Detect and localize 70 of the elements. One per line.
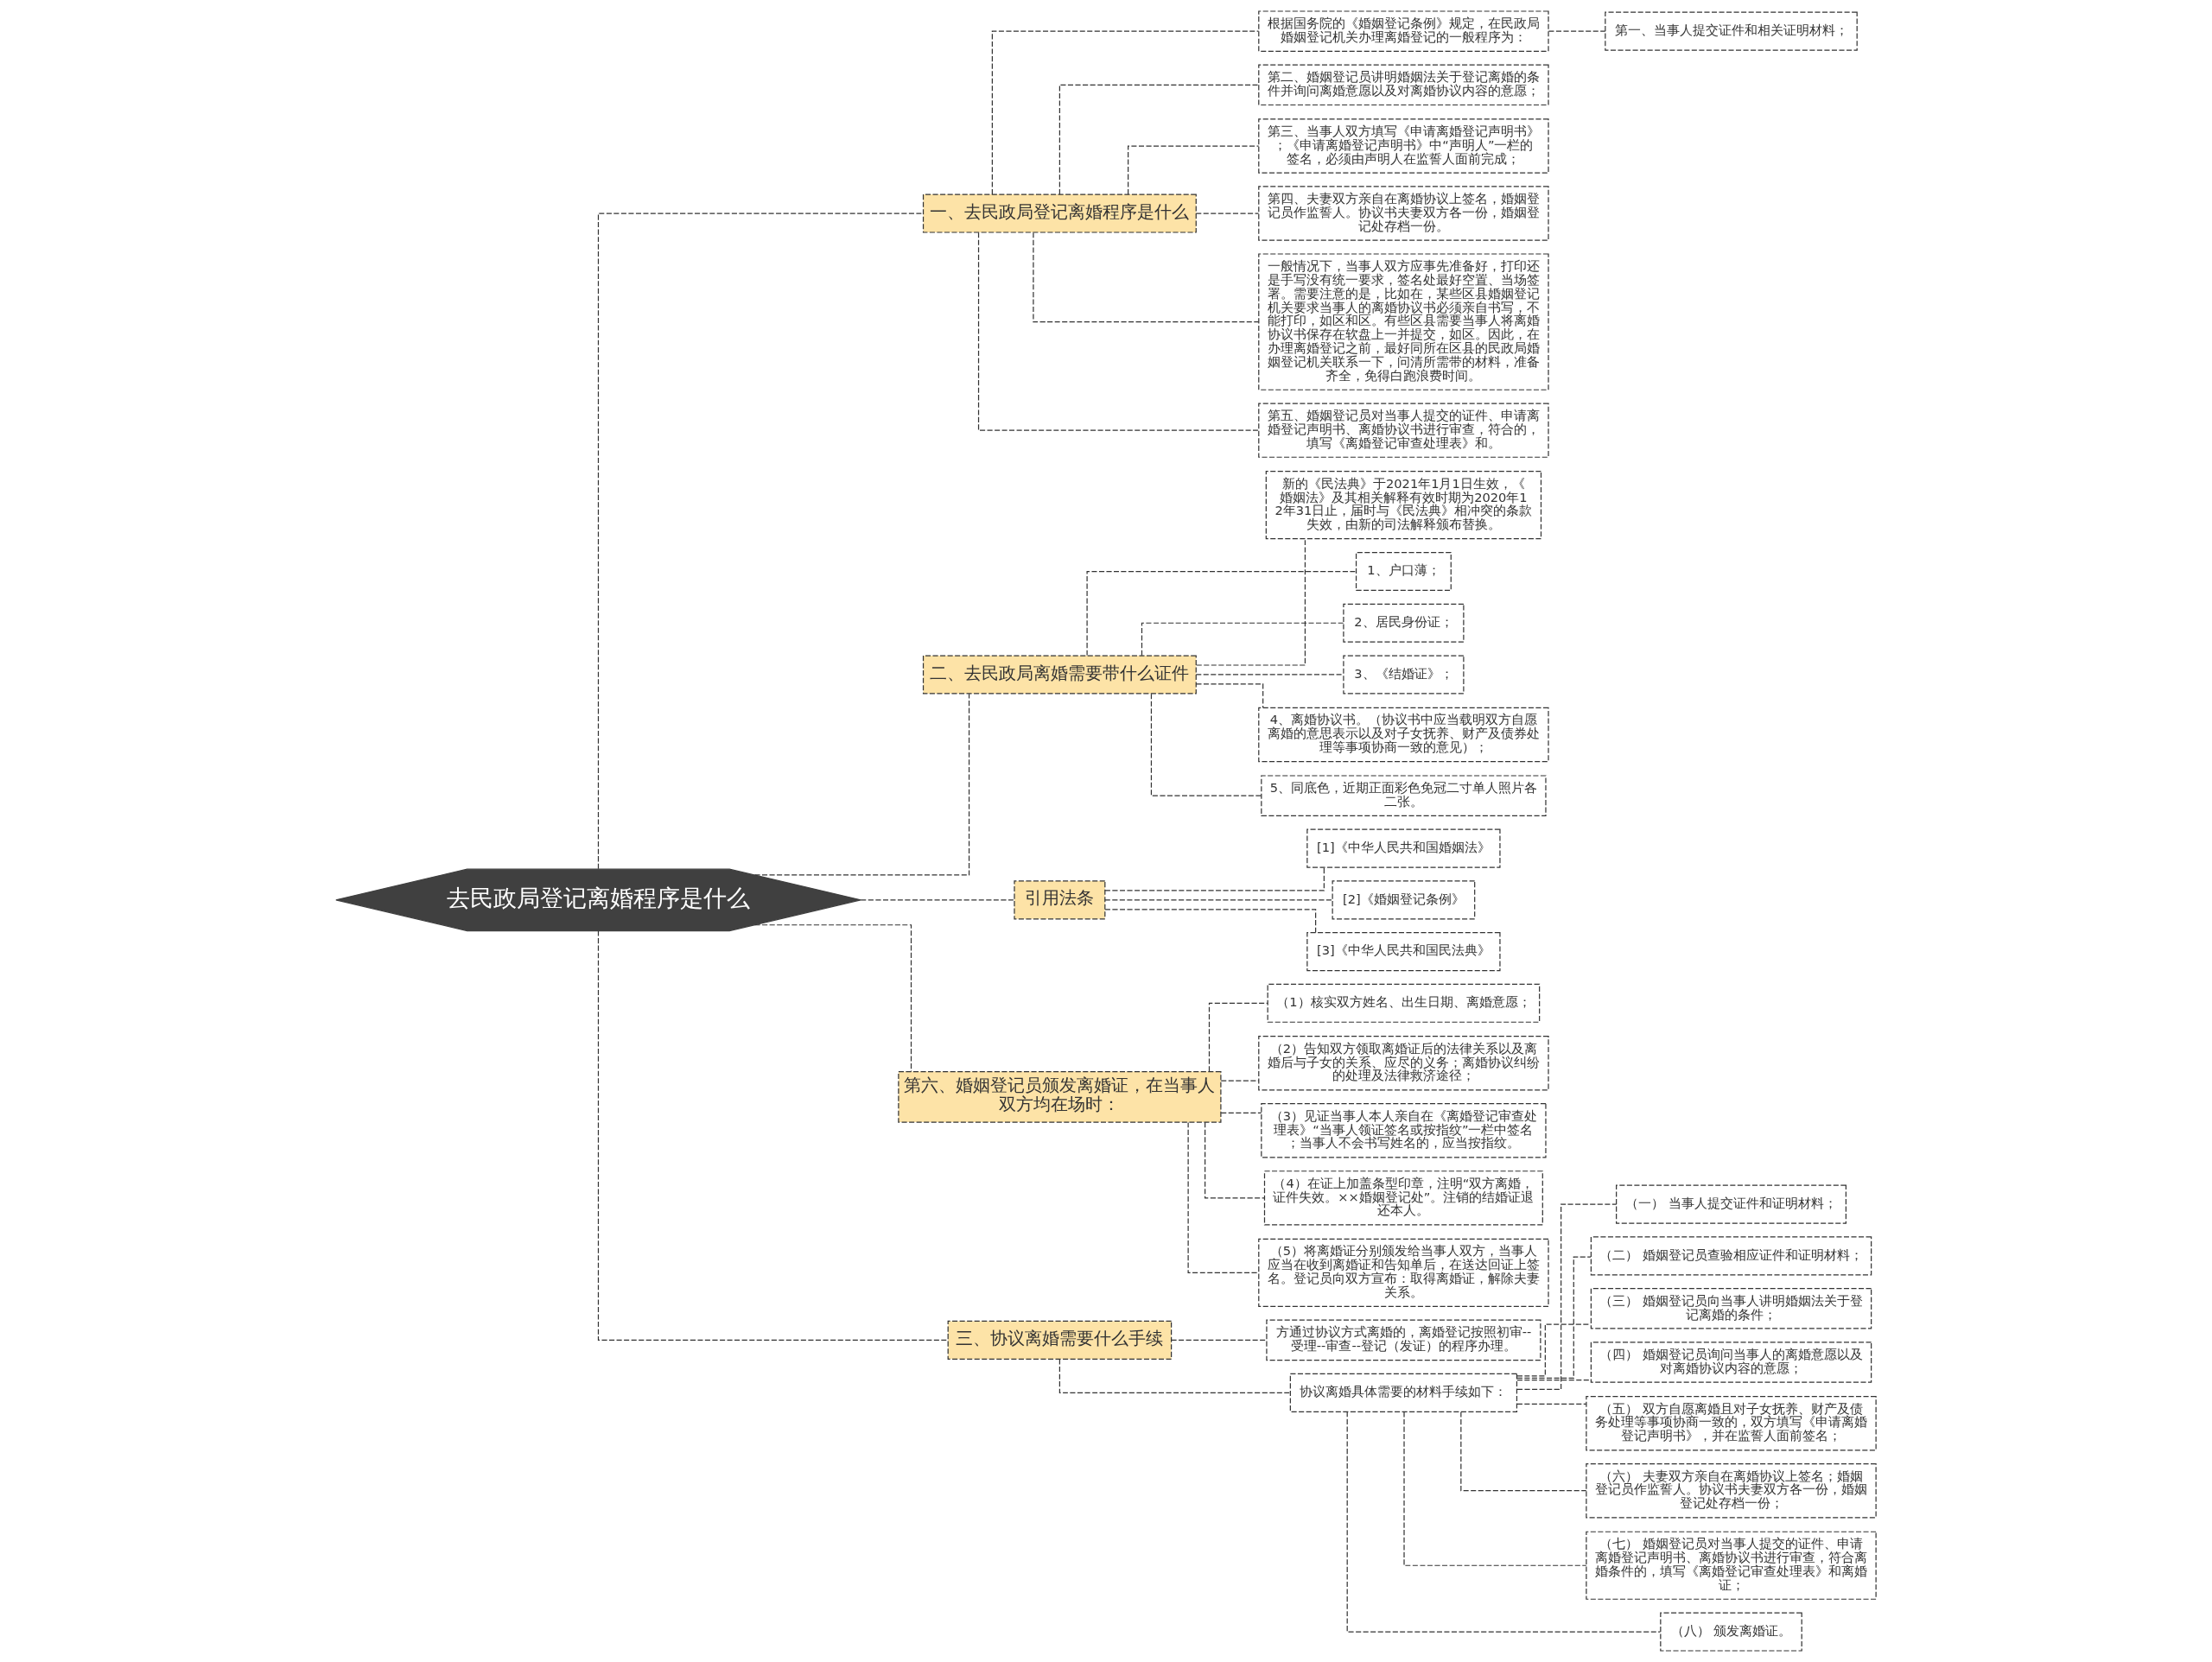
node-box: 一、去民政局登记离婚程序是什么 xyxy=(922,193,1197,233)
node-box: （三） 婚姻登记员向当事人讲明婚姻法关于登记离婚的条件； xyxy=(1590,1288,1872,1329)
node-box: （4）在证上加盖条型印章，注明“双方离婚，证件失效。××婚姻登记处”。注销的结婚证退还本人。 xyxy=(1263,1170,1543,1226)
connector xyxy=(1205,1121,1265,1199)
connector xyxy=(1195,674,1344,676)
node-box: 3、《结婚证》； xyxy=(1343,655,1465,695)
connector xyxy=(1208,1002,1268,1072)
node-box: [2]《婚姻登记条例》 xyxy=(1332,880,1476,920)
node-box: 二、去民政局离婚需要带什么证件 xyxy=(922,655,1197,695)
node-box: [1]《中华人民共和国婚姻法》 xyxy=(1306,828,1501,868)
connector xyxy=(1548,30,1606,32)
connector xyxy=(1171,1339,1268,1341)
connector xyxy=(1150,693,1262,796)
connector xyxy=(1187,1121,1260,1273)
connector xyxy=(1128,145,1260,195)
connector xyxy=(597,930,949,1341)
connector xyxy=(1058,84,1260,195)
node-box: 第六、婚姻登记员颁发离婚证，在当事人双方均在场时： xyxy=(898,1070,1222,1123)
connector xyxy=(1104,909,1317,934)
connector xyxy=(1104,899,1333,901)
connector xyxy=(597,213,924,870)
connector xyxy=(1516,1323,1592,1377)
node-box: （2）告知双方领取离婚证后的法律关系以及离婚后与子女的关系、应尽的义务；离婚协议纠纷的处理及法律救济途径； xyxy=(1258,1036,1549,1091)
connector xyxy=(1058,1358,1291,1393)
connector xyxy=(1086,570,1357,657)
node-box: 新的《民法典》于2021年1月1日生效，《婚姻法》及其相关解释有效时期为2020年12年31日止，届时与《民法典》相冲突的条款失效，由新的司法解释颁布替换。 xyxy=(1265,471,1542,540)
connector xyxy=(1033,232,1260,323)
node-box: （八） 颁发离婚证。 xyxy=(1660,1612,1802,1652)
node-box: 5、同底色，近期正面彩色免冠二寸单人照片各二张。 xyxy=(1261,775,1547,816)
connector xyxy=(1195,683,1264,708)
node-box: 第三、当事人双方填写《申请离婚登记声明书》；《申请离婚登记声明书》中“声明人”一栏的签名，必须由声明人在监誓人面前完成； xyxy=(1258,118,1549,174)
node-box: （5）将离婚证分别颁发给当事人双方，当事人应当在收到离婚证和告知单后，在送达回证上签名。登记员向双方宣布：取得离婚证，解除夫妻关系。 xyxy=(1258,1238,1549,1307)
connector xyxy=(1516,1203,1618,1390)
connector xyxy=(753,693,970,876)
connector xyxy=(1516,1403,1587,1405)
node-box: 第四、夫妻双方亲自在离婚协议上签名，婚姻登记员作监誓人。协议书夫妻双方各一份，婚姻登记处存档一份。 xyxy=(1258,186,1549,241)
node-box: 4、离婚协议书。（协议书中应当载明双方自愿离婚的意思表示以及对子女抚养、财产及债券处理等事项协商一致的意见）； xyxy=(1258,707,1549,763)
node-box: 协议离婚具体需要的材料手续如下： xyxy=(1289,1373,1518,1412)
node-box: 方通过协议方式离婚的，离婚登记按照初审--受理--审查--登记（发证）的程序办理。 xyxy=(1266,1319,1541,1361)
connector xyxy=(1196,538,1306,666)
node-box: （一） 当事人提交证件和证明材料； xyxy=(1616,1184,1847,1224)
connector xyxy=(977,232,1260,431)
connector xyxy=(1220,1080,1260,1082)
connector xyxy=(1141,622,1344,657)
connector xyxy=(1403,1411,1587,1566)
node-box: 一般情况下，当事人双方应事先准备好，打印还是手写没有统一要求，签名处最好空置、当场签署。需要注意的是，比如在，某些区县婚姻登记机关要求当事人的离婚协议书必须亲自书写，不能打印，如区和区。有些区县需要当事人将离婚协议书保存在软盘上一并提交，如区。因此，在办理离婚登记之前，最好同所在区县的民政局婚姻登记机关联系一下，问清所需带的材料，准备齐全，免得白跑浪费时间。 xyxy=(1258,253,1549,390)
node-box: 引用法条 xyxy=(1014,880,1106,920)
node-box: 第二、婚姻登记员讲明婚姻法关于登记离婚的条件并询问离婚意愿以及对离婚协议内容的意愿； xyxy=(1258,64,1549,106)
node-box: 第五、婚姻登记员对当事人提交的证件、申请离婚登记声明书、离婚协议书进行审查，符合的，填写《离婚登记审查处理表》和。 xyxy=(1258,403,1549,458)
node-box: （五） 双方自愿离婚且对子女抚养、财产及债务处理等事项协商一致的，双方填写《申请离婚登记声明书》，并在监誓人面前签名； xyxy=(1586,1396,1877,1451)
node-box: 2、居民身份证； xyxy=(1343,603,1465,643)
node-box: 根据国务院的《婚姻登记条例》规定，在民政局婚姻登记机关办理离婚登记的一般程序为： xyxy=(1258,10,1549,52)
node-box: 1、户口薄； xyxy=(1355,551,1452,592)
node-box: [3]《中华人民共和国民法典》 xyxy=(1306,932,1501,972)
connector xyxy=(1195,213,1260,214)
connector xyxy=(860,899,1015,901)
node-box: （3）见证当事人本人亲自在《离婚登记审查处理表》“当事人领证签名或按指纹”一栏中签名；当事人不会书写姓名的，应当按指纹。 xyxy=(1261,1103,1547,1158)
node-box: 第一、当事人提交证件和相关证明材料； xyxy=(1605,11,1858,51)
connector xyxy=(1220,1112,1262,1113)
node-box: 三、协议离婚需要什么手续 xyxy=(947,1320,1173,1360)
node-box: （六） 夫妻双方亲自在离婚协议上签名；婚姻登记员作监誓人。协议书夫妻双方各一份，婚姻登记处存档一份； xyxy=(1586,1463,1877,1519)
node-box: （1）核实双方姓名、出生日期、离婚意愿； xyxy=(1267,983,1541,1023)
connector xyxy=(991,30,1260,195)
connector xyxy=(1460,1411,1587,1492)
node-box: （七） 婚姻登记员对当事人提交的证件、申请离婚登记声明书、离婚协议书进行审查，符合离婚条件的，填写《离婚登记审查处理表》和离婚证； xyxy=(1586,1531,1877,1600)
connector xyxy=(1516,1256,1592,1379)
node-box: （四） 婚姻登记员询问当事人的离婚意愿以及对离婚协议内容的意愿； xyxy=(1590,1342,1872,1383)
connector xyxy=(1516,1380,1592,1381)
node-box: （二） 婚姻登记员查验相应证件和证明材料； xyxy=(1590,1236,1872,1276)
connector xyxy=(1104,866,1325,891)
